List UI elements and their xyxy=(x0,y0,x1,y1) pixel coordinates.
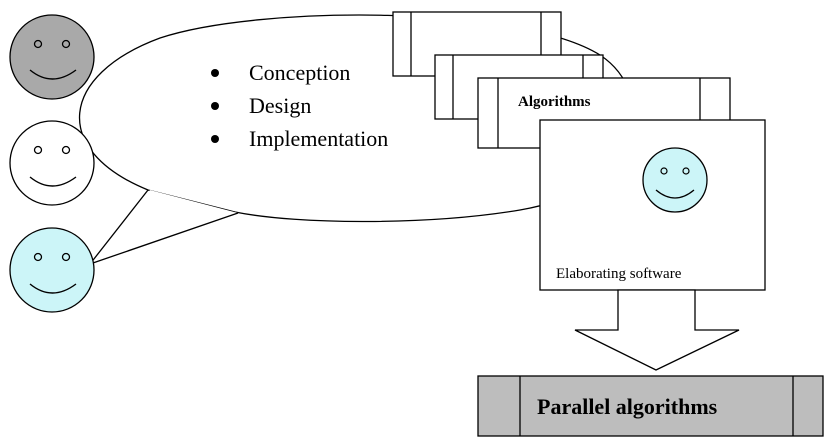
elaborating-panel: Elaborating software xyxy=(539,119,766,291)
smiley-face-icon xyxy=(9,227,95,313)
bubble-item: Implementation xyxy=(249,126,388,151)
card-title: Algorithms xyxy=(518,94,591,110)
down-arrow-icon xyxy=(574,289,740,371)
speech-bubble-tail-fill xyxy=(90,190,238,264)
bubble-item: Design xyxy=(249,93,311,118)
bullet-dot-icon xyxy=(211,102,219,110)
panel-caption: Elaborating software xyxy=(556,266,682,282)
bullet-dot-icon xyxy=(211,69,219,77)
speech-bubble-tail-edge xyxy=(89,212,239,265)
speech-bubble-tail-edge xyxy=(89,189,149,265)
smiley-face-icon xyxy=(9,14,95,100)
parallel-algorithms-box: Parallel algorithms xyxy=(477,375,824,437)
bullet-dot-icon xyxy=(211,135,219,143)
result-label: Parallel algorithms xyxy=(537,394,718,419)
smiley-face-icon xyxy=(642,147,708,213)
smiley-face-icon xyxy=(9,120,95,206)
bubble-item: Conception xyxy=(249,60,350,85)
